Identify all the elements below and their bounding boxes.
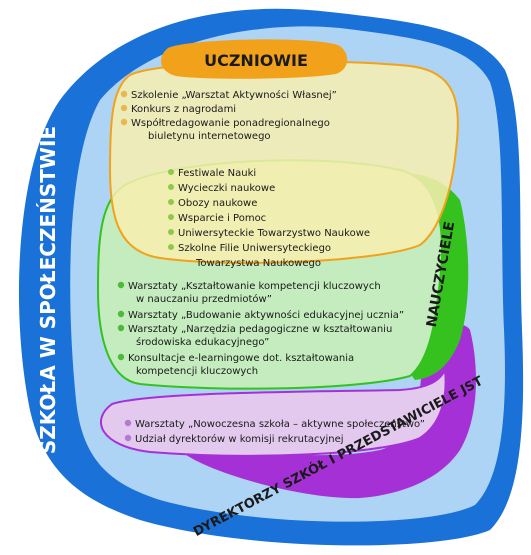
list-item: Festiwale Nauki — [178, 168, 256, 179]
list-item-continuation: Towarzystwa Naukowego — [195, 258, 321, 269]
list-item: Warsztaty „Nowoczesna szkoła – aktywne s… — [135, 418, 425, 430]
bullet-icon — [124, 434, 132, 442]
list-item-continuation: kompetencji kluczowych — [136, 366, 258, 377]
dyrektorzy-list: Warsztaty „Nowoczesna szkoła – aktywne s… — [124, 418, 425, 445]
list-item-continuation: środowiska edukacyjnego” — [136, 336, 269, 348]
dyrektorzy-region — [100, 366, 447, 457]
uczniowie-list: Szkolenie „Warsztat Aktywności Własnej” … — [120, 89, 337, 142]
uczniowie-tab — [161, 39, 348, 79]
bullet-icon — [168, 199, 174, 205]
bullet-icon — [168, 184, 174, 190]
list-item: Wycieczki naukowe — [178, 183, 275, 194]
bullet-icon — [120, 118, 128, 126]
list-item: Współtredagowanie ponadregionalnego — [131, 117, 330, 129]
nauczyciele-list: Warsztaty „Kształtowanie kompetencji klu… — [117, 281, 404, 377]
list-item: Warsztaty „Kształtowanie kompetencji klu… — [128, 281, 381, 292]
bullet-icon — [117, 324, 125, 332]
list-item-continuation: biuletynu internetowego — [148, 131, 271, 142]
bullet-icon — [168, 169, 174, 175]
list-item: Konkurs z nagrodami — [131, 104, 236, 115]
bullet-icon — [168, 244, 174, 250]
uczniowie-label: UCZNIOWIE — [204, 51, 308, 70]
shared-list: Festiwale Nauki Wycieczki naukowe Obozy … — [168, 168, 370, 269]
list-item-continuation: w nauczaniu przedmiotów” — [136, 293, 272, 305]
list-item: Warsztaty „Narzędzia pedagogiczne w kszt… — [128, 324, 392, 335]
bullet-icon — [117, 353, 125, 361]
bullet-icon — [124, 419, 132, 427]
list-item: Warsztaty „Budowanie aktywności edukacyj… — [128, 309, 404, 321]
list-item: Udział dyrektorów w komisji rekrutacyjne… — [135, 433, 344, 445]
list-item: Szkolenie „Warsztat Aktywności Własnej” — [131, 89, 337, 101]
bullet-icon — [168, 229, 174, 235]
list-item: Obozy naukowe — [178, 198, 257, 209]
bullet-icon — [117, 310, 125, 318]
uczniowie-region — [108, 60, 459, 264]
list-item: Konsultacje e-learningowe dot. kształtow… — [128, 353, 354, 364]
outer-label: SZKOŁA W SPOŁECZEŃSTWIE — [36, 126, 60, 454]
bullet-icon — [120, 104, 128, 112]
bullet-icon — [168, 214, 174, 220]
list-item: Uniwersyteckie Towarzystwo Naukowe — [178, 228, 370, 239]
bullet-icon — [120, 90, 128, 98]
bullet-icon — [117, 281, 125, 289]
list-item: Szkolne Filie Uniwersyteckiego — [178, 243, 331, 254]
list-item: Wsparcie i Pomoc — [178, 213, 266, 224]
